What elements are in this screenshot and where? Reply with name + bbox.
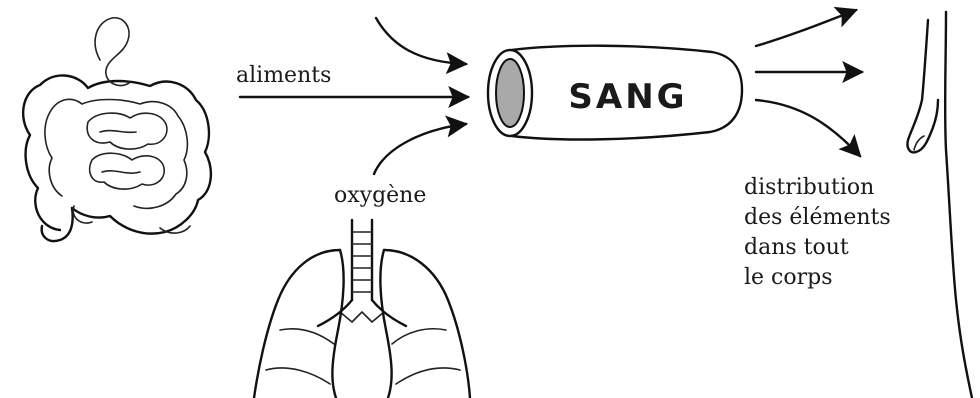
distribution-line-3: dans tout	[744, 235, 849, 260]
arrow-oxygen	[374, 124, 466, 174]
incoming-arrows	[240, 18, 468, 174]
blood-vessel-illustration: SANG	[488, 46, 742, 140]
blood-label: SANG	[568, 77, 687, 117]
distribution-line-4: le corps	[744, 265, 833, 290]
distribution-line-1: distribution	[744, 175, 874, 200]
outgoing-arrows	[756, 10, 862, 156]
oxygen-label: oxygène	[334, 183, 426, 208]
distribution-line-2: des éléments	[744, 205, 891, 230]
distribution-text: distribution des éléments dans tout le c…	[744, 175, 891, 290]
arrow-from-top	[376, 18, 466, 64]
food-label: aliments	[236, 63, 331, 88]
intestines-illustration	[23, 18, 211, 241]
lungs-illustration	[254, 220, 470, 398]
arrow-out-bottom	[756, 100, 860, 156]
human-body-illustration	[907, 12, 972, 398]
arrow-out-top	[756, 10, 856, 46]
